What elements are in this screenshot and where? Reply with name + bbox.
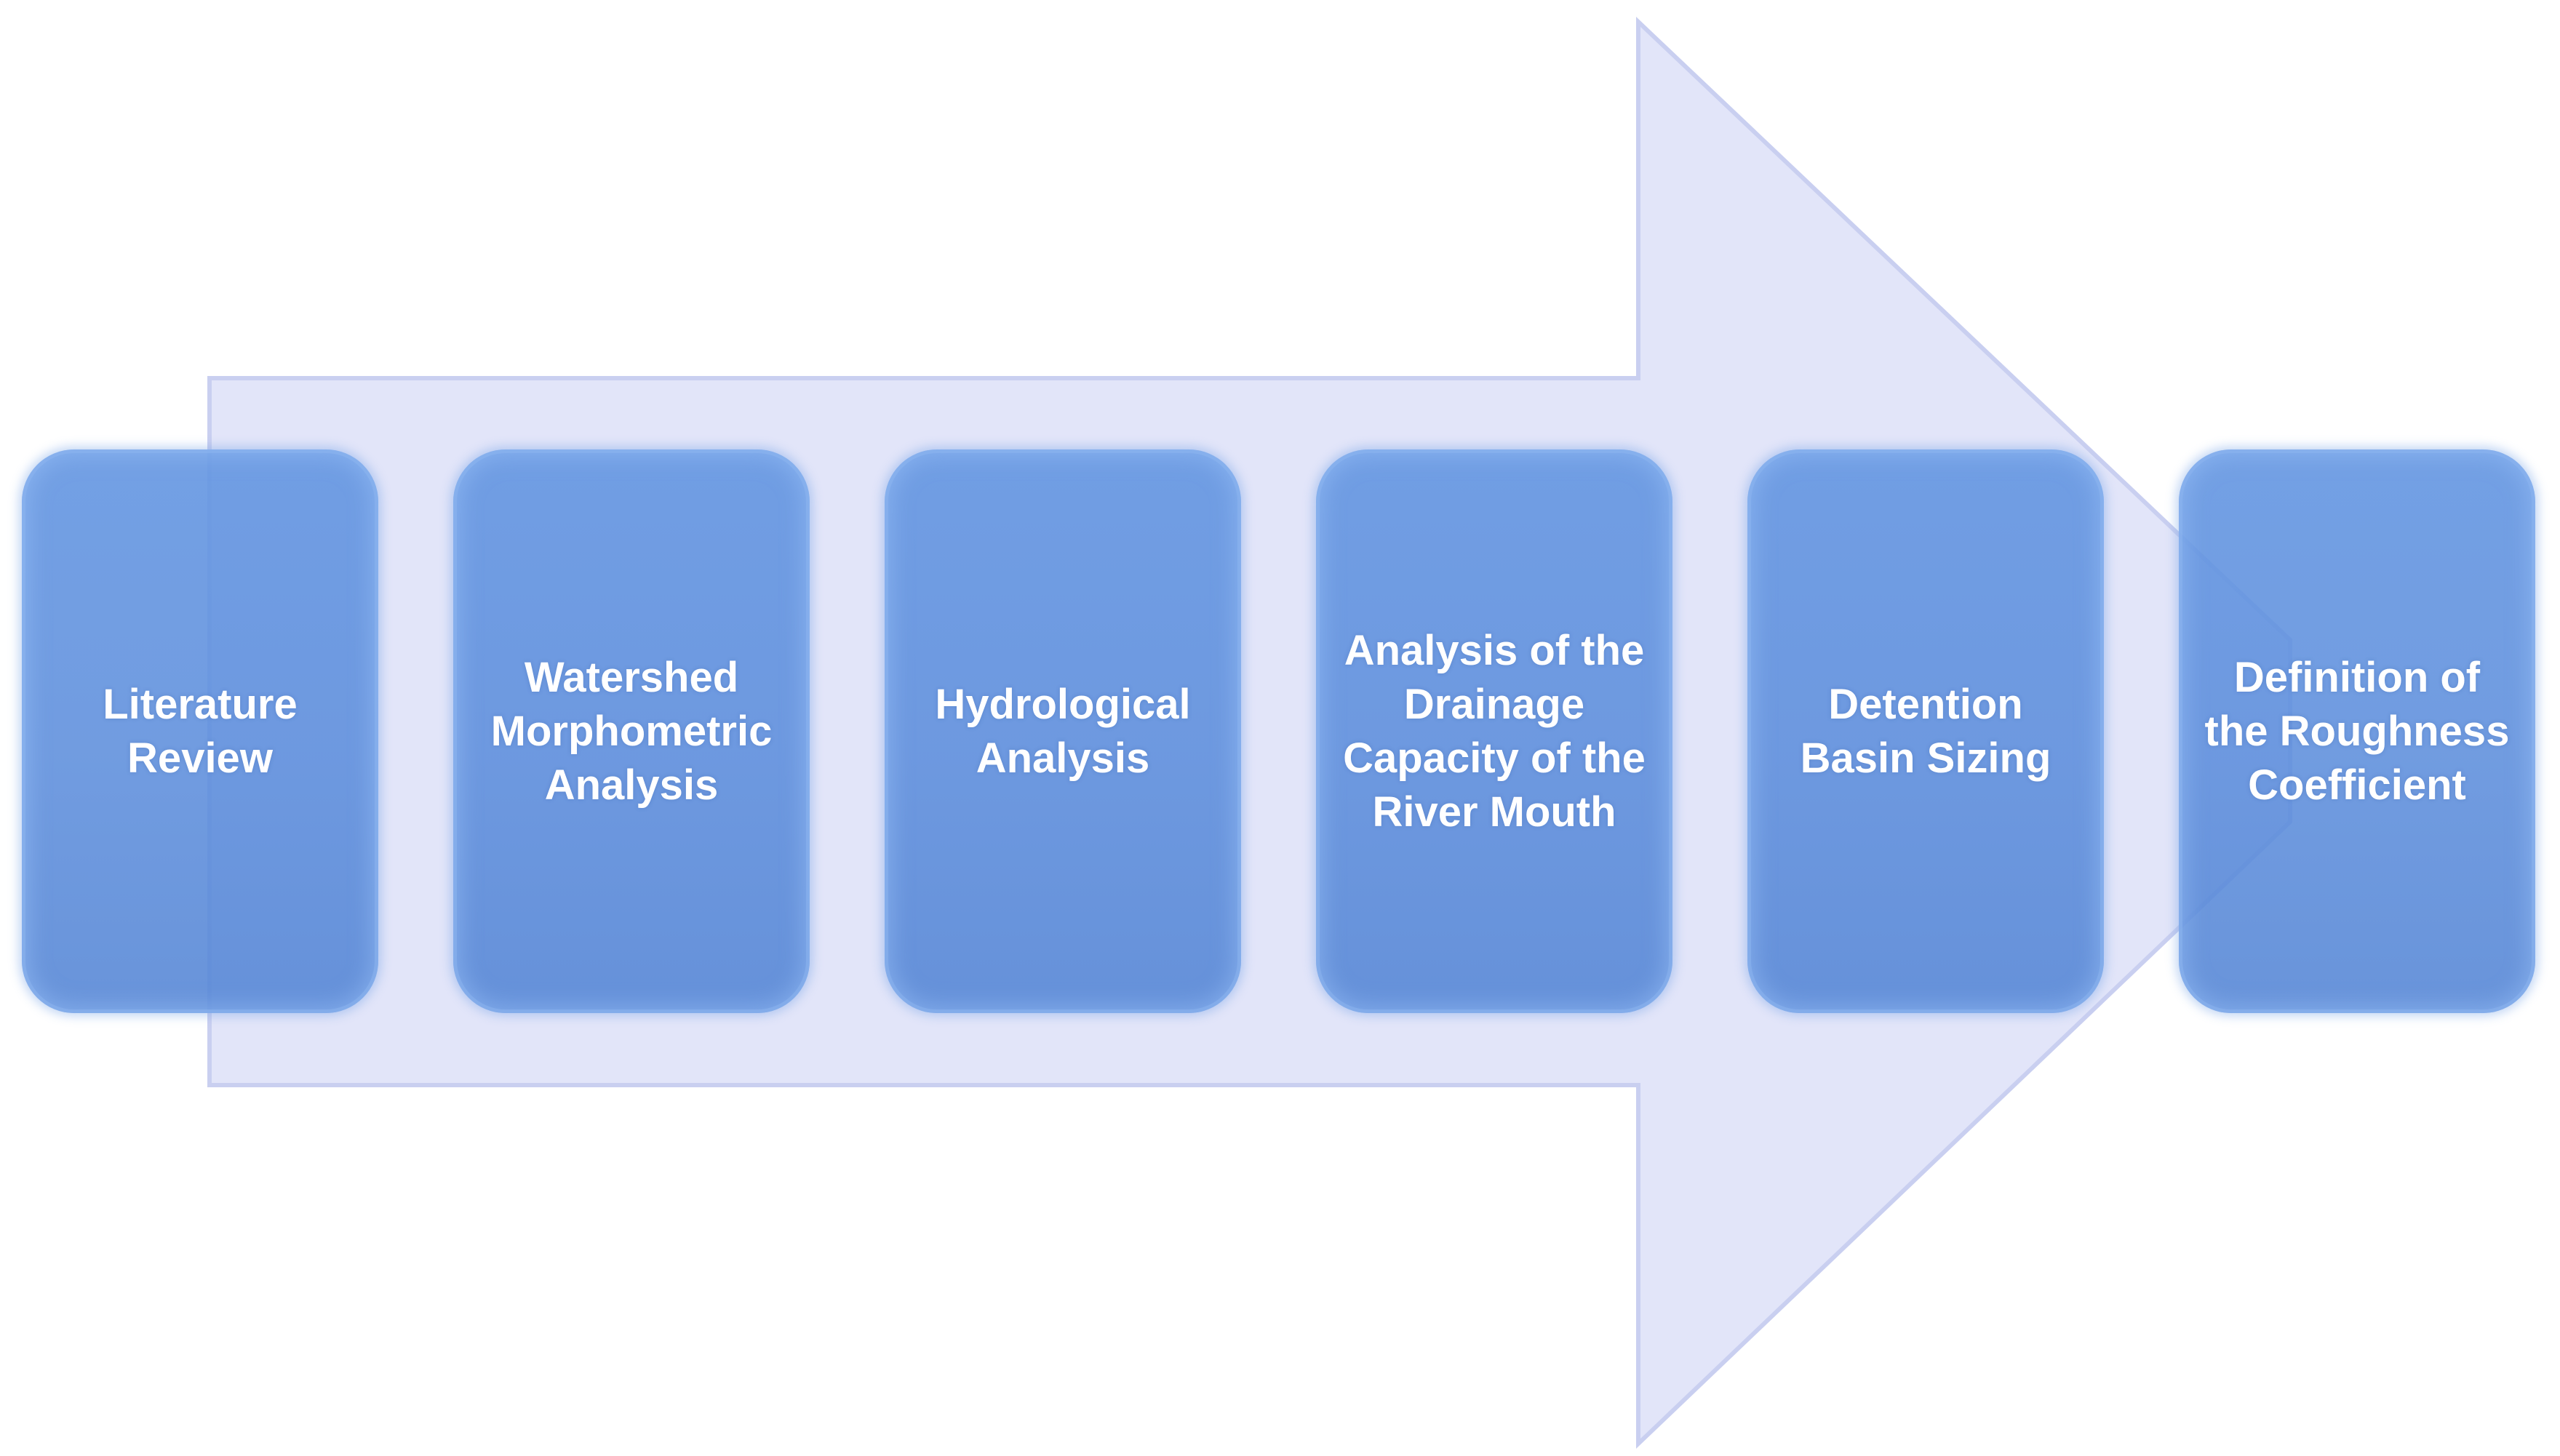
step-detention-basin-sizing: Detention Basin Sizing [1747, 449, 2104, 1013]
step-label: Literature Review [103, 680, 298, 782]
step-label: Definition of the Roughness Coefficient [2204, 653, 2510, 809]
step-label: Detention Basin Sizing [1800, 680, 2051, 782]
step-literature-review: Literature Review [22, 449, 378, 1013]
step-label: Watershed Morphometric Analysis [490, 653, 773, 809]
step-label: Hydrological Analysis [935, 680, 1191, 782]
step-label: Analysis of the Drainage Capacity of the… [1343, 626, 1646, 836]
step-drainage-capacity-analysis: Analysis of the Drainage Capacity of the… [1316, 449, 1672, 1013]
step-hydrological-analysis: Hydrological Analysis [885, 449, 1241, 1013]
step-watershed-morphometric-analysis: Watershed Morphometric Analysis [453, 449, 810, 1013]
step-roughness-coefficient-definition: Definition of the Roughness Coefficient [2179, 449, 2535, 1013]
